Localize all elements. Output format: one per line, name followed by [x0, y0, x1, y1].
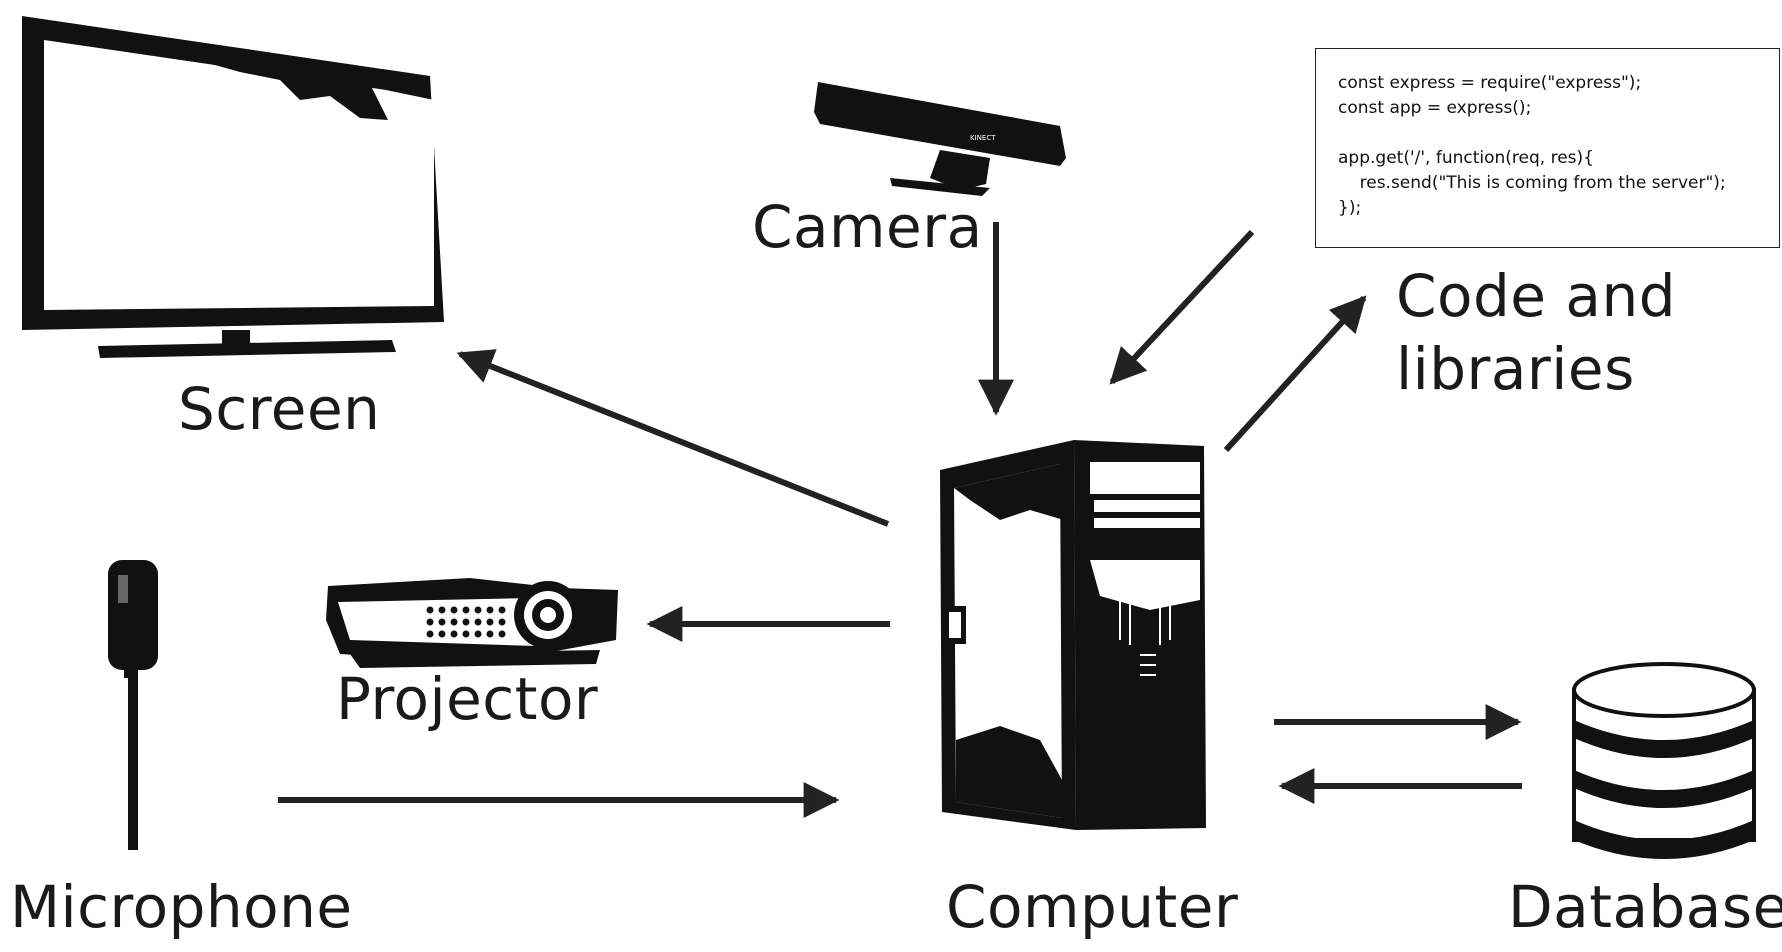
code-line: const express = require("express"); — [1338, 73, 1642, 93]
database-icon — [1572, 662, 1756, 859]
label-database: Database — [1508, 873, 1782, 941]
arrow-computer-to-code — [1223, 295, 1367, 453]
label-code-line-2: libraries — [1396, 335, 1635, 403]
label-computer: Computer — [946, 873, 1239, 941]
label-code-line-1: Code and — [1396, 262, 1677, 330]
camera-brand-text: KINECT — [970, 134, 996, 142]
microphone-icon — [108, 560, 158, 850]
code-line: app.get('/', function(req, res){ — [1338, 148, 1594, 168]
projector-icon — [326, 578, 618, 668]
label-microphone: Microphone — [10, 873, 353, 941]
code-snippet-box: const express = require("express"); cons… — [1315, 48, 1780, 248]
code-line: const app = express(); — [1338, 98, 1532, 118]
label-camera: Camera — [752, 193, 983, 261]
arrow-code-to-computer — [1109, 229, 1255, 385]
camera-icon: KINECT — [814, 82, 1066, 196]
code-line — [1338, 121, 1757, 146]
computer-icon — [940, 440, 1206, 830]
code-line: res.send("This is coming from the server… — [1338, 173, 1726, 193]
code-line: }); — [1338, 198, 1362, 218]
label-screen: Screen — [178, 375, 381, 443]
label-projector: Projector — [336, 665, 599, 733]
arrow-computer-to-screen — [456, 349, 890, 527]
screen-icon — [22, 16, 444, 358]
